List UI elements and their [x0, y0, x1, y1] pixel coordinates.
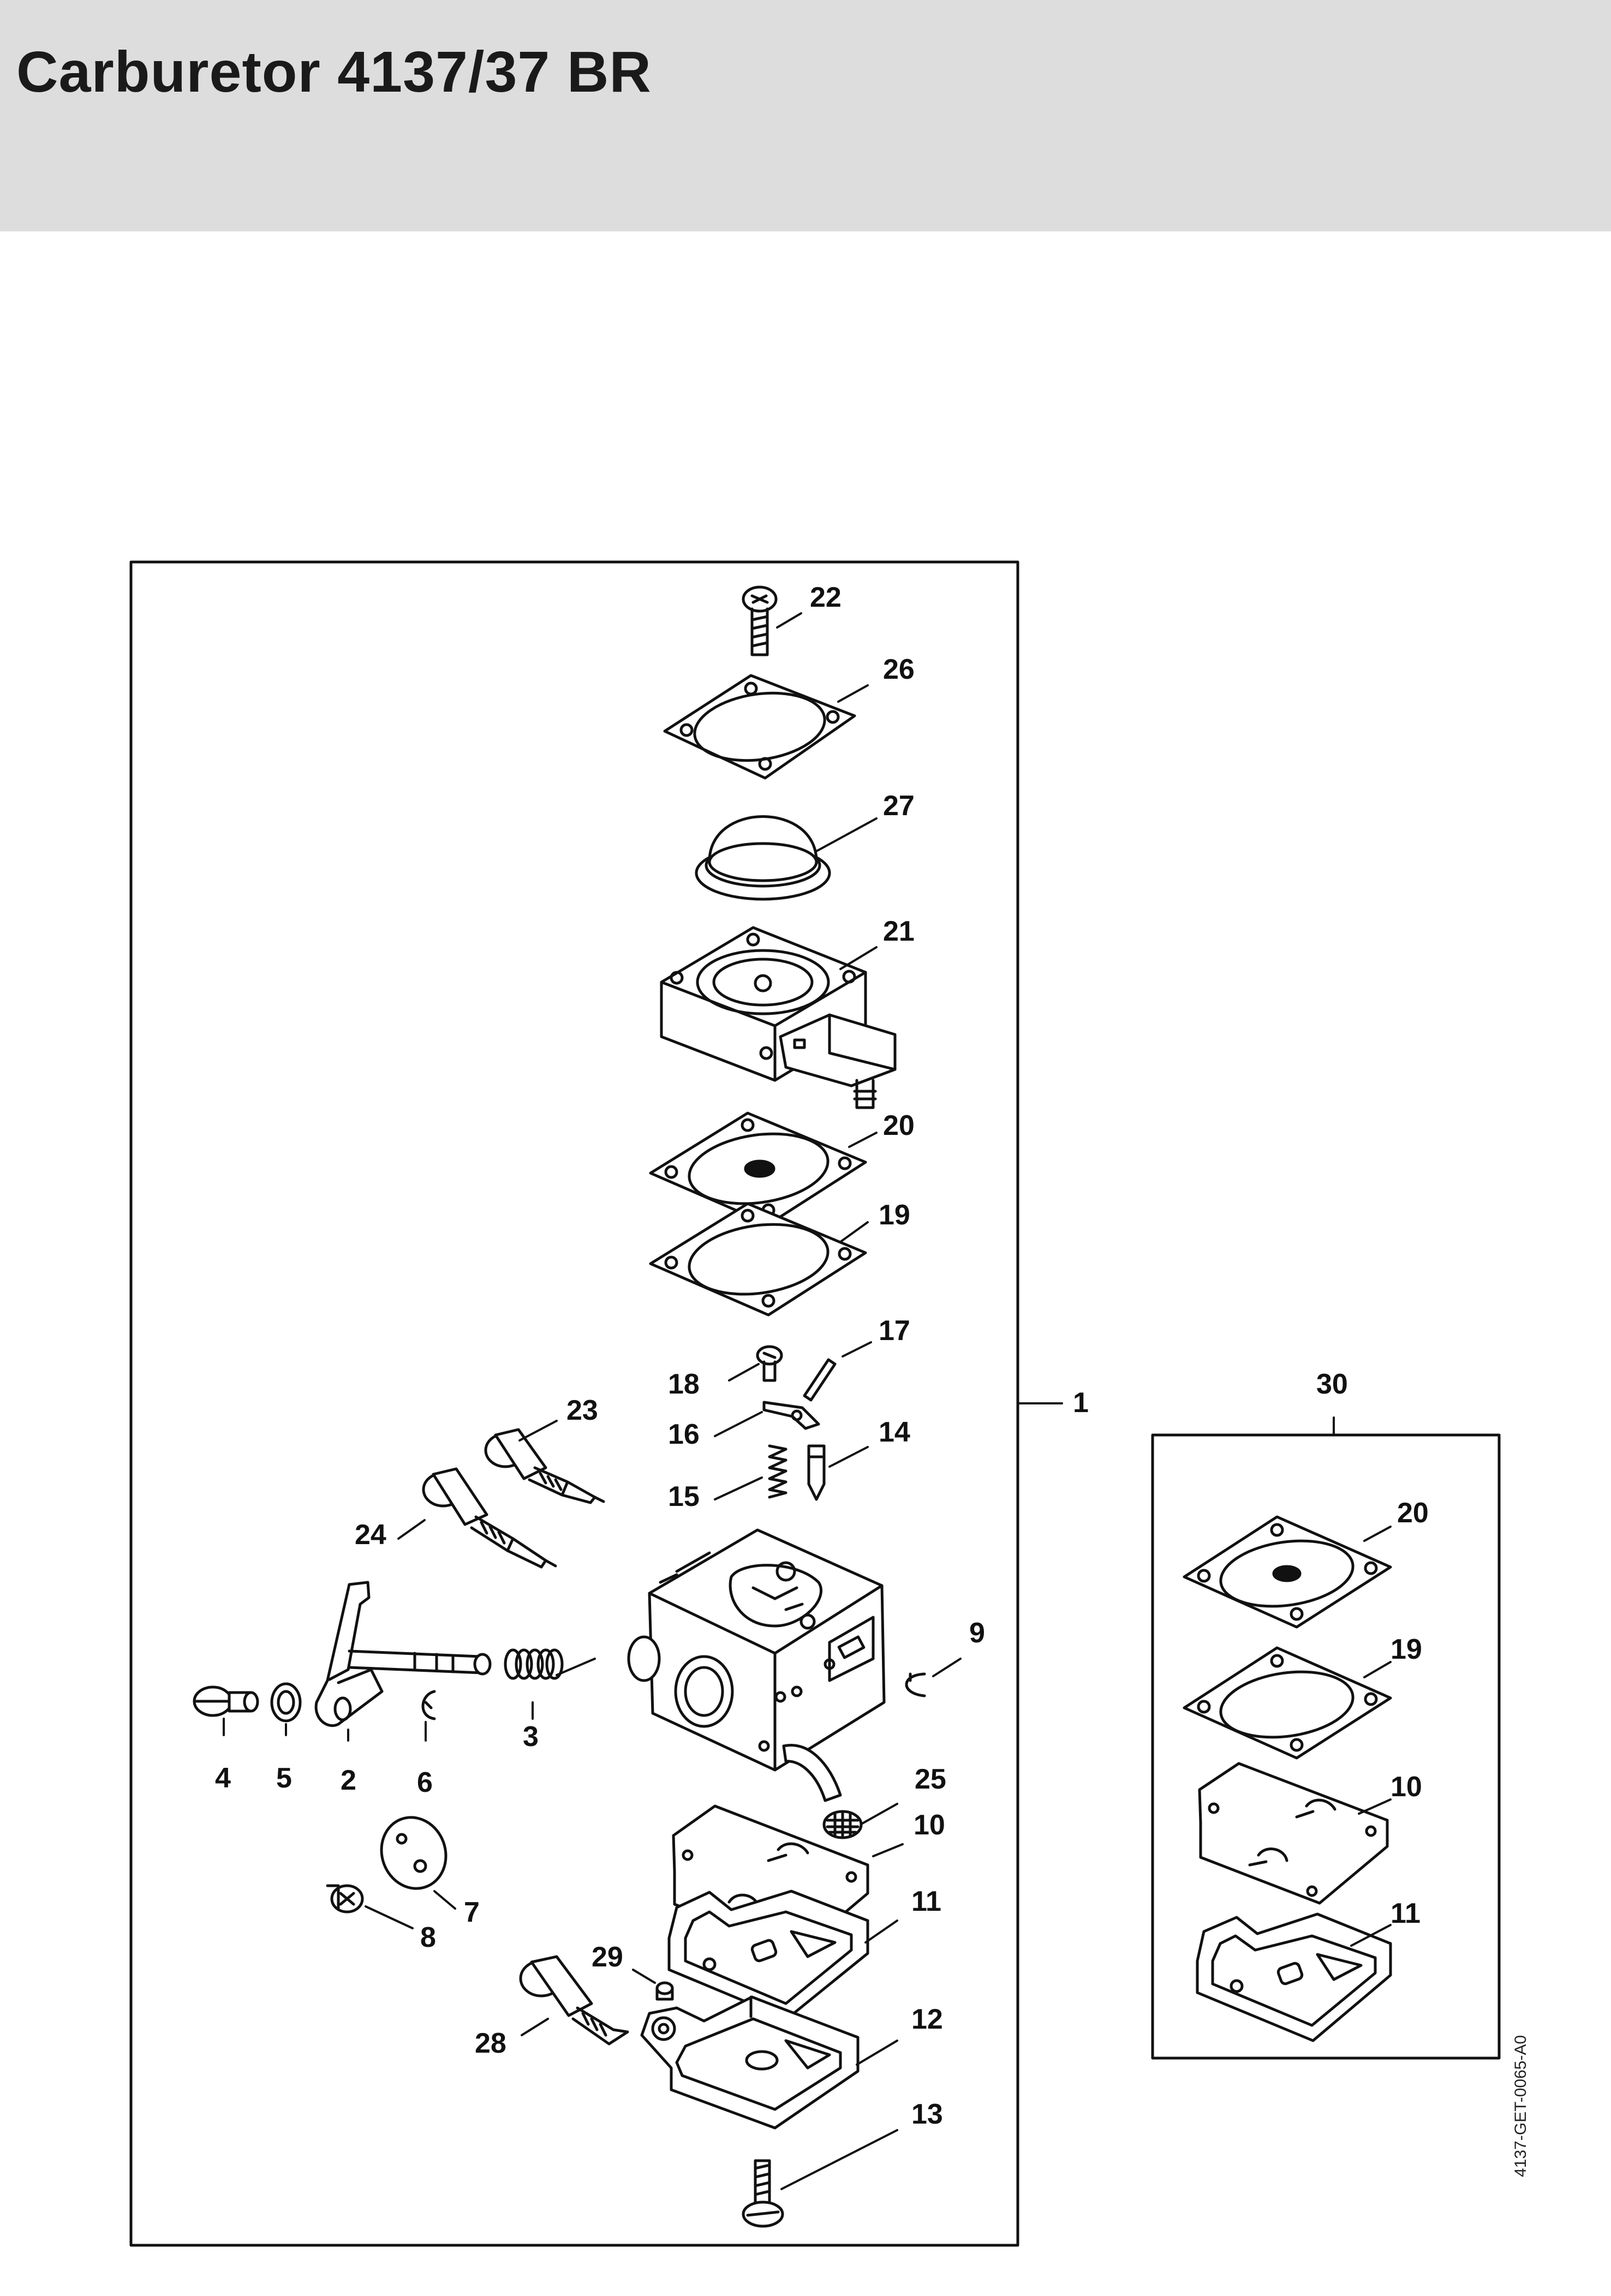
- callout-7: 7: [464, 1897, 480, 1928]
- part-28-adjusting-screw: [519, 1955, 629, 2046]
- callout-21: 21: [883, 916, 915, 947]
- part-17-pin: [803, 1358, 837, 1402]
- callout-19: 19: [879, 1199, 910, 1231]
- part-26-gasket: [663, 674, 856, 780]
- part-16-lever: [762, 1401, 820, 1430]
- kit-callout-10: 10: [1391, 1771, 1422, 1803]
- page-title: Carburetor 4137/37 BR: [16, 40, 652, 104]
- callout-29: 29: [592, 1941, 623, 1973]
- leader-lines: [223, 612, 1392, 2190]
- part-15-spring: [768, 1444, 787, 1499]
- part-23-adjusting-screw: [484, 1428, 605, 1504]
- callout-kit-30: 30: [1316, 1368, 1348, 1400]
- callout-22: 22: [810, 582, 842, 613]
- part-7-lever: [380, 1816, 448, 1890]
- callout-12: 12: [911, 2004, 943, 2035]
- callout-23: 23: [566, 1395, 598, 1426]
- callout-6: 6: [417, 1767, 433, 1798]
- callout-24: 24: [355, 1519, 386, 1551]
- callout-assembly-1: 1: [1073, 1387, 1089, 1419]
- part-3-spring: [504, 1648, 564, 1680]
- part-24-adjusting-screw: [422, 1467, 557, 1569]
- kit-callout-19: 19: [1391, 1634, 1422, 1665]
- callout-11: 11: [911, 1886, 941, 1917]
- part-25-screen: [822, 1810, 863, 1839]
- callout-4: 4: [215, 1762, 231, 1794]
- callout-14: 14: [879, 1416, 910, 1448]
- header-band: Carburetor 4137/37 BR: [0, 0, 1611, 231]
- assembly-frame: [129, 560, 1019, 2247]
- part-8-screw: [326, 1884, 364, 1914]
- kit-part-19-gasket: [1183, 1646, 1392, 1760]
- part-4-screw: [193, 1685, 259, 1717]
- part-29-plug: [655, 1981, 674, 2001]
- part-9-clip: [905, 1672, 926, 1697]
- kit-part-11-gasket: [1196, 1912, 1392, 2042]
- part-21-pump-housing: [660, 926, 897, 1109]
- kit-frame: [1151, 1433, 1501, 2060]
- drawing-reference-code: 4137-GET-0065-A0: [1512, 2035, 1530, 2177]
- callout-18: 18: [668, 1368, 700, 1400]
- kit-part-10-diaphragm: [1198, 1762, 1389, 1905]
- part-20-diaphragm: [649, 1111, 867, 1226]
- callout-16: 16: [668, 1419, 700, 1450]
- callout-15: 15: [668, 1481, 700, 1512]
- callout-10: 10: [914, 1809, 945, 1841]
- part-12-metering-cover: [640, 1995, 860, 2130]
- callout-20: 20: [883, 1110, 915, 1141]
- part-5-washer: [270, 1682, 302, 1723]
- callout-2: 2: [341, 1765, 356, 1796]
- callout-27: 27: [883, 790, 915, 822]
- part-2-throttle-shaft: [314, 1581, 492, 1727]
- part-6-clip: [421, 1690, 436, 1720]
- callout-28: 28: [475, 2028, 506, 2059]
- callout-26: 26: [883, 654, 915, 685]
- part-27-primer-bulb: [695, 815, 831, 901]
- part-11-gasket: [667, 1890, 869, 2020]
- callout-5: 5: [276, 1762, 292, 1794]
- callout-3: 3: [523, 1721, 539, 1753]
- kit-part-20-diaphragm: [1183, 1515, 1392, 1629]
- part-19-gasket: [649, 1202, 867, 1317]
- callouts: 22 26 27 21 20 19 17 18 16 14 15 23 24 9…: [215, 582, 1429, 2130]
- kit-callout-11: 11: [1391, 1898, 1421, 1929]
- carburetor-body: [627, 1528, 886, 1802]
- part-14-needle: [807, 1444, 826, 1501]
- part-22-screw: [742, 585, 778, 656]
- callout-9: 9: [969, 1617, 985, 1649]
- callout-13: 13: [911, 2098, 943, 2130]
- callout-25: 25: [915, 1763, 946, 1795]
- callout-17: 17: [879, 1315, 910, 1347]
- kit-callout-20: 20: [1397, 1497, 1429, 1529]
- callout-8: 8: [420, 1922, 436, 1953]
- part-18-screw: [756, 1345, 783, 1382]
- part-13-screw: [742, 2159, 784, 2228]
